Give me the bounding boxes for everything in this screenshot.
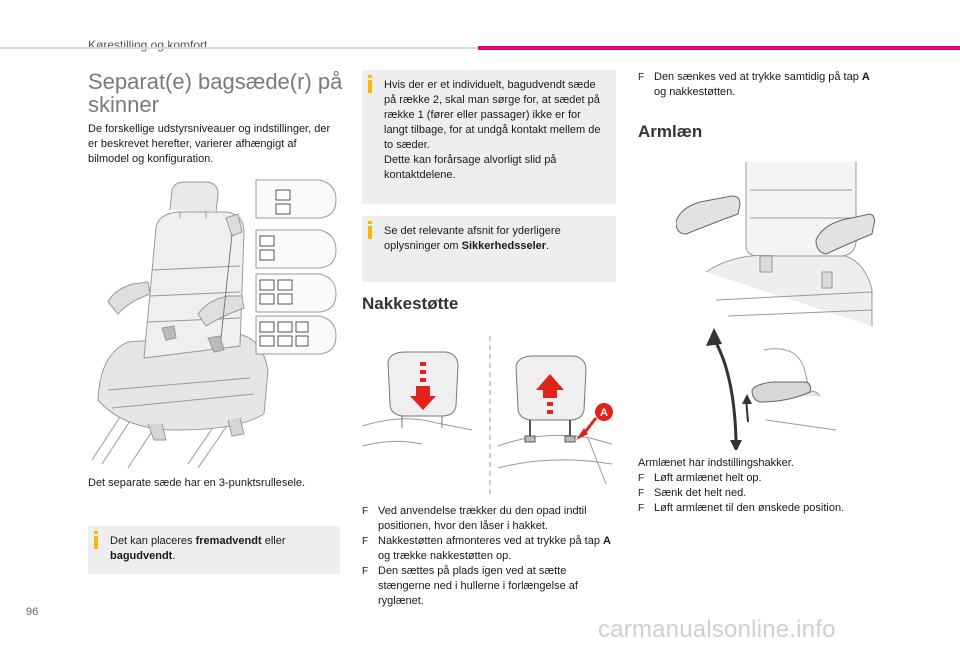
seat-caption: Det separate sæde har en 3-punktsrullese… [88, 477, 306, 489]
section-header: Kørestilling og komfort [88, 38, 208, 52]
armrest-heading: Armlæn [638, 122, 703, 141]
list-item-bold: A [861, 71, 870, 83]
watermark: carmanualsonline.info [598, 616, 836, 643]
info-text-forward: fremadvendt [195, 535, 262, 547]
list-item: F Løft armlænet til den ønskede position. [638, 501, 874, 516]
rail-seat-illustration [91, 179, 337, 468]
list-item-text: og trække nakkestøtten op. [378, 550, 512, 562]
warning-box: Hvis der er et individuelt, bagudvendt s… [362, 70, 616, 204]
headrest-heading: Nakkestøtte [362, 294, 459, 313]
bullet-mark: F [638, 488, 645, 499]
list-item-text: Løft armlænet til den ønskede position. [654, 502, 845, 514]
page-number: 96 [26, 606, 39, 618]
info-icon [94, 531, 98, 549]
marker-a-label: A [600, 407, 608, 419]
page-title-line2: skinner [88, 92, 159, 117]
headrest-illustration: A [362, 336, 613, 498]
bullet-mark: F [362, 536, 369, 547]
bullet-mark: F [638, 72, 645, 83]
list-item: F Ved anvendelse trækker du den opad indt… [362, 504, 616, 534]
list-item-text: og nakkestøtten. [654, 86, 736, 98]
page-title: Separat(e) bagsæde(r) på skinner [88, 70, 348, 116]
info-text-prefix: Det kan placeres [110, 535, 196, 547]
see-also-box: Se det relevante afsnit for yderligere o… [362, 216, 616, 282]
info-text-backward: bagudvendt [110, 550, 173, 562]
bullet-mark: F [638, 473, 645, 484]
list-item: F Sænk det helt ned. [638, 486, 874, 501]
armrest-illustration [676, 162, 875, 450]
info-icon [368, 75, 372, 93]
info-icon [368, 221, 372, 239]
list-item: F Den sættes på plads igen ved at sætte s… [362, 564, 616, 609]
headrest-instructions: F Ved anvendelse trækker du den opad indt… [362, 504, 616, 609]
armrest-instructions: F Løft armlænet helt op. F Sænk det helt n… [638, 471, 874, 516]
intro-paragraph: De forskellige udstyrsniveauer og indsti… [88, 123, 331, 165]
see-also-link-text: Sikkerhedsseler [461, 240, 547, 252]
armrest-caption: Armlænet har indstillingshakker. [638, 457, 794, 469]
bullet-mark: F [362, 506, 369, 517]
list-item-text: Sænk det helt ned. [654, 487, 747, 499]
headrest-lower-instruction: F Den sænkes ved at trykke samtidig på ta… [638, 70, 874, 100]
bullet-mark: F [362, 566, 369, 577]
bullet-mark: F [638, 503, 645, 514]
list-item: F Løft armlænet helt op. [638, 471, 874, 486]
info-text-mid: eller [261, 535, 286, 547]
info-text-suffix: . [172, 550, 176, 562]
warning-text-wear: Dette kan forårsage alvorligt slid på ko… [384, 154, 557, 181]
info-box-orientation: Det kan placeres fremadvendt eller bagud… [88, 526, 340, 574]
list-item-text: Ved anvendelse trækker du den opad indti… [378, 505, 587, 532]
warning-text: Hvis der er et individuelt, bagudvendt s… [384, 79, 601, 151]
see-also-suffix: . [546, 240, 550, 252]
list-item-text: Den sættes på plads igen ved at sætte st… [378, 565, 578, 607]
list-item-text: Nakkestøtten afmonteres ved at trykke på… [378, 535, 603, 547]
list-item: F Nakkestøtten afmonteres ved at trykke p… [362, 534, 616, 564]
list-item: F Den sænkes ved at trykke samtidig på ta… [638, 70, 874, 100]
page-title-line1: Separat(e) bagsæde(r) på [88, 69, 343, 94]
header-accent-rule [478, 46, 960, 50]
header-rule [0, 47, 478, 49]
list-item-text: Den sænkes ved at trykke samtidig på tap [654, 71, 862, 83]
list-item-bold: A [603, 535, 611, 547]
see-also-prefix: Se det relevante afsnit for yderligere o… [384, 225, 561, 252]
list-item-text: Løft armlænet helt op. [654, 472, 762, 484]
